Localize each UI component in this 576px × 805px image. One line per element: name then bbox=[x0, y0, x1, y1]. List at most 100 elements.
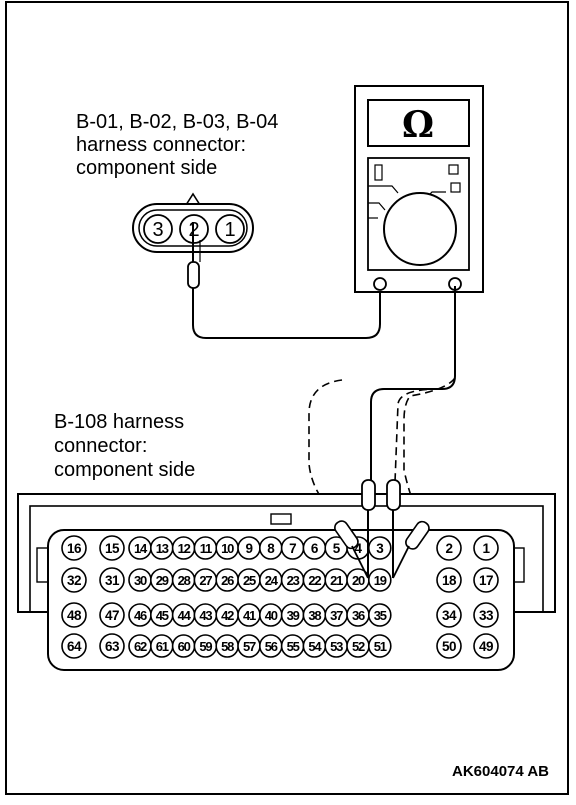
ecu-pin-label: 55 bbox=[287, 639, 300, 654]
sensor-pin-3-label: 3 bbox=[152, 219, 163, 241]
ecu-pin-label: 9 bbox=[245, 541, 252, 556]
ohm-symbol: Ω bbox=[402, 104, 434, 146]
ecu-pin-48: 48 bbox=[61, 602, 87, 628]
ecu-pin-17: 17 bbox=[473, 567, 499, 593]
ecu-pin-8: 8 bbox=[258, 536, 283, 560]
multimeter-display bbox=[367, 99, 470, 147]
ecu-pin-label: 35 bbox=[374, 608, 387, 623]
range-indicator bbox=[374, 164, 383, 181]
ecu-pin-label: 34 bbox=[442, 608, 457, 623]
ecu-probe-1 bbox=[361, 479, 376, 578]
ecu-pin-label: 54 bbox=[308, 639, 322, 654]
com-jack bbox=[373, 277, 387, 291]
ecu-pin-label: 1 bbox=[482, 541, 490, 556]
ecu-pin-19: 19 bbox=[367, 568, 392, 592]
ecu-pin-label: 48 bbox=[67, 608, 82, 623]
sensor-pin-3: 3 bbox=[143, 214, 173, 244]
ecu-pin-label: 46 bbox=[134, 608, 147, 623]
ecu-pin-60: 60 bbox=[171, 634, 196, 658]
ecu-pin-47: 47 bbox=[99, 602, 125, 628]
ecu-pin-label: 24 bbox=[265, 573, 279, 588]
ecu-pin-label: 51 bbox=[374, 639, 387, 654]
ecu-pin-14: 14 bbox=[128, 536, 152, 560]
ecu-pin-label: 41 bbox=[243, 608, 256, 623]
ecu-pin-5: 5 bbox=[324, 536, 349, 560]
ecu-pin-41: 41 bbox=[237, 603, 261, 627]
ecu-pin-label: 38 bbox=[308, 608, 321, 623]
ecu-pin-label: 45 bbox=[156, 608, 169, 623]
ecu-pin-label: 21 bbox=[330, 573, 343, 588]
ecu-pin-53: 53 bbox=[324, 634, 349, 658]
ecu-pin-label: 60 bbox=[178, 639, 191, 654]
ecu-pin-label: 33 bbox=[479, 608, 494, 623]
ecu-pin-label: 37 bbox=[330, 608, 343, 623]
ecu-pin-18: 18 bbox=[436, 567, 462, 593]
figure-code: AK604074 AB bbox=[452, 763, 549, 780]
ecu-pin-label: 56 bbox=[265, 639, 278, 654]
sensor-connector-label-line1: B-01, B-02, B-03, B-04 bbox=[76, 111, 278, 133]
ecu-pin-label: 18 bbox=[442, 573, 457, 588]
ecu-pin-54: 54 bbox=[302, 634, 327, 658]
ecu-pin-28: 28 bbox=[171, 568, 196, 592]
ecu-pin-25: 25 bbox=[237, 568, 261, 592]
ecu-pin-label: 3 bbox=[376, 541, 384, 556]
ecu-pin-label: 50 bbox=[442, 639, 456, 654]
ecu-pin-label: 13 bbox=[156, 541, 169, 556]
ecu-pin-label: 6 bbox=[311, 541, 319, 556]
ecu-pin-12: 12 bbox=[171, 536, 196, 560]
ecu-pin-2: 2 bbox=[436, 535, 462, 561]
ecu-pin-11: 11 bbox=[193, 536, 218, 560]
ecu-pin-23: 23 bbox=[280, 568, 305, 592]
ecu-pin-label: 63 bbox=[105, 639, 120, 654]
ecu-pin-24: 24 bbox=[258, 568, 283, 592]
hold-button bbox=[450, 182, 461, 193]
ecu-pin-label: 25 bbox=[243, 573, 256, 588]
ecu-pin-36: 36 bbox=[346, 603, 370, 627]
multimeter: Ω bbox=[354, 85, 484, 293]
ecu-pin-61: 61 bbox=[150, 634, 174, 658]
ecu-pin-40: 40 bbox=[258, 603, 283, 627]
ecu-pin-39: 39 bbox=[280, 603, 305, 627]
ecu-pin-label: 12 bbox=[178, 541, 191, 556]
ecu-pin-label: 28 bbox=[178, 573, 191, 588]
ecu-pin-29: 29 bbox=[150, 568, 174, 592]
ecu-pin-31: 31 bbox=[99, 567, 125, 593]
ecu-pin-label: 17 bbox=[479, 573, 493, 588]
ecu-pin-16: 16 bbox=[61, 535, 87, 561]
ecu-pin-label: 58 bbox=[221, 639, 234, 654]
sensor-probe bbox=[187, 222, 201, 300]
ecu-pin-label: 7 bbox=[289, 541, 296, 556]
ecu-pin-10: 10 bbox=[215, 536, 239, 560]
ecu-pin-9: 9 bbox=[237, 536, 261, 560]
ecu-pin-label: 43 bbox=[199, 608, 212, 623]
sensor-pin-1: 1 bbox=[215, 214, 245, 244]
sensor-connector-label-line3: component side bbox=[76, 157, 217, 179]
connector-lock-tab bbox=[185, 192, 201, 206]
ecu-pin-label: 10 bbox=[221, 541, 234, 556]
ecu-pin-label: 57 bbox=[243, 639, 256, 654]
ecu-pin-1: 1 bbox=[473, 535, 499, 561]
ecu-pin-59: 59 bbox=[193, 634, 218, 658]
ecu-pin-55: 55 bbox=[280, 634, 305, 658]
ecu-pin-43: 43 bbox=[193, 603, 218, 627]
ecu-pin-label: 27 bbox=[199, 573, 212, 588]
ecu-pin-label: 8 bbox=[267, 541, 275, 556]
ecu-pin-label: 29 bbox=[156, 573, 169, 588]
ecu-probe-2 bbox=[386, 479, 401, 578]
ecu-pin-56: 56 bbox=[258, 634, 283, 658]
ecu-probe-dashed-right bbox=[392, 520, 430, 579]
ecu-pin-46: 46 bbox=[128, 603, 152, 627]
ecu-pin-label: 44 bbox=[178, 608, 192, 623]
ecu-pin-label: 11 bbox=[200, 541, 212, 556]
sensor-pin-1-label: 1 bbox=[224, 219, 235, 241]
ecu-pin-label: 16 bbox=[67, 541, 82, 556]
ecu-pin-label: 64 bbox=[67, 639, 82, 654]
ecu-pin-label: 15 bbox=[105, 541, 120, 556]
ecu-pin-label: 49 bbox=[479, 639, 493, 654]
ecu-pin-label: 23 bbox=[287, 573, 300, 588]
ecu-pin-3: 3 bbox=[367, 536, 392, 560]
ecu-pin-27: 27 bbox=[193, 568, 218, 592]
